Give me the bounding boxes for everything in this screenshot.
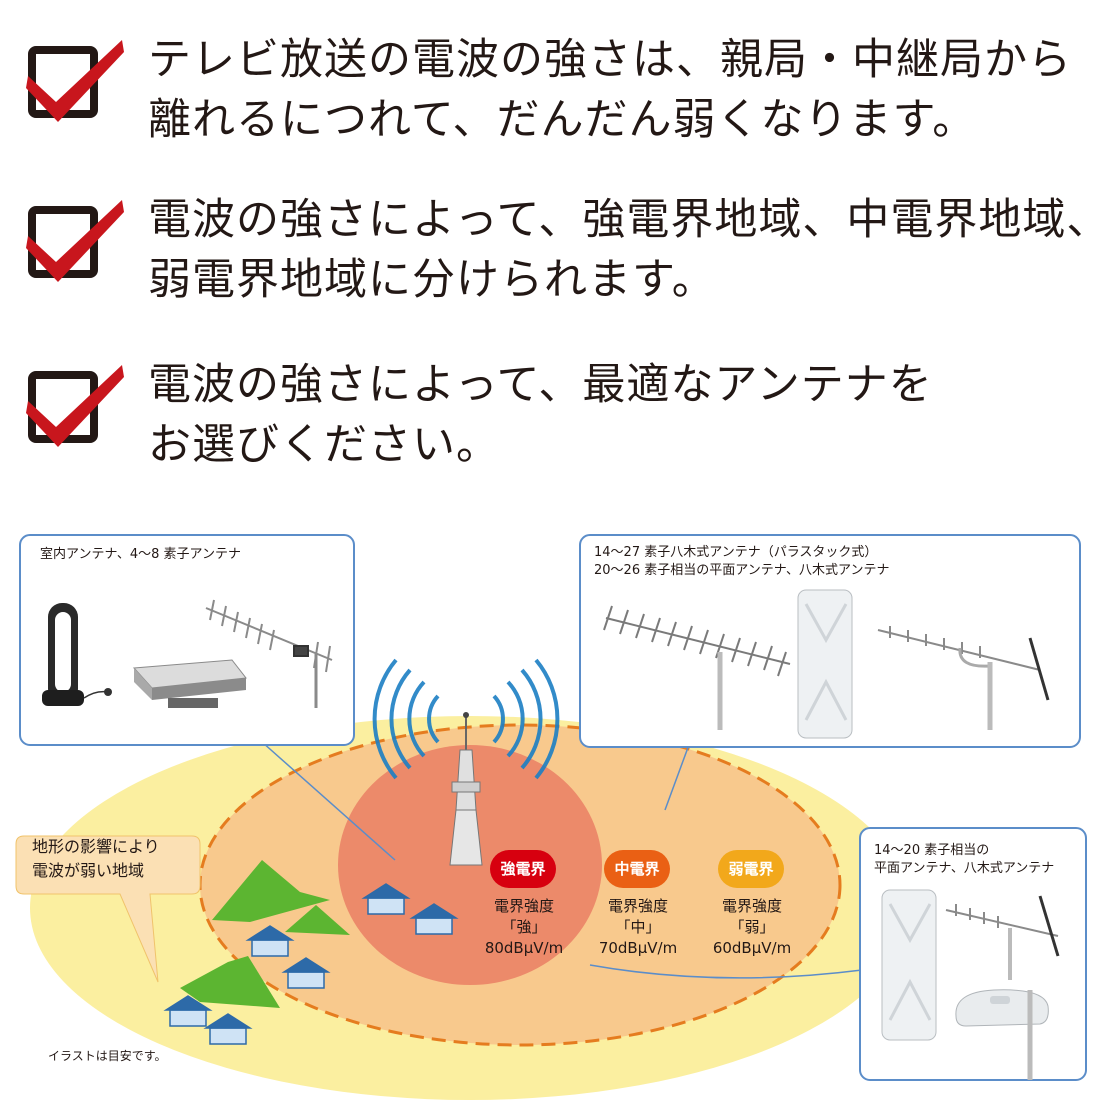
connector-indoor bbox=[261, 741, 396, 861]
zone-text-medium: 電界強度「中」70dBμV/m bbox=[598, 897, 678, 957]
check-item-text: 電波の強さによって、最適なアンテナを お選びください。 bbox=[148, 360, 933, 470]
house-icon bbox=[163, 883, 459, 1045]
indoor-antenna-image bbox=[42, 603, 112, 706]
signal-area-diagram bbox=[15, 534, 1087, 1100]
indoor-antenna-label: 室内アンテナ、4～8 素子アンテナ bbox=[40, 547, 241, 562]
footnote: イラストは目安です。 bbox=[48, 1049, 167, 1063]
yagi-antenna-image bbox=[205, 599, 333, 708]
radio-waves-icon bbox=[372, 658, 560, 780]
checkbox-checked-icon bbox=[26, 200, 124, 282]
mountain-icon bbox=[180, 956, 280, 1008]
box-antenna-image bbox=[132, 659, 247, 708]
zone-badge-strong: 強電界 bbox=[490, 850, 556, 888]
yagi-antenna-paraStack-image bbox=[603, 605, 791, 730]
zone-text-strong: 電界強度「強」80dBμV/m bbox=[484, 897, 564, 957]
check-item-text: 電波の強さによって、強電界地域、中電界地域、 弱電界地域に分けられます。 bbox=[148, 195, 1100, 305]
connector-weak bbox=[589, 964, 863, 979]
checkbox-checked-icon bbox=[26, 365, 124, 447]
broadcast-tower-icon bbox=[449, 712, 483, 866]
yagi-antenna-image bbox=[877, 626, 1050, 730]
check-item-2: 電波の強さによって、強電界地域、中電界地域、 弱電界地域に分けられます。 bbox=[26, 190, 1100, 310]
checkbox-checked-icon bbox=[26, 40, 124, 122]
check-item-1: テレビ放送の電波の強さは、親局・中継局から 離れるにつれて、だんだん弱くなります… bbox=[26, 30, 1086, 150]
flat-antenna-image bbox=[881, 889, 937, 1041]
check-item-3: 電波の強さによって、最適なアンテナを お選びください。 bbox=[26, 355, 1086, 475]
strong-antenna-label-1: 14～27 素子八木式アンテナ（パラスタック式） bbox=[594, 545, 878, 560]
weak-antenna-label-1: 14～20 素子相当の bbox=[874, 843, 990, 858]
zone-badge-weak: 弱電界 bbox=[718, 850, 784, 888]
connector-strong bbox=[664, 741, 691, 811]
mountain-icon bbox=[212, 860, 330, 922]
terrain-callout-text: 地形の影響により 電波が弱い地域 bbox=[32, 837, 160, 880]
indoor-antenna-box bbox=[19, 534, 355, 746]
zone-text-weak: 電界強度「弱」60dBμV/m bbox=[712, 897, 792, 957]
flat-antenna-image bbox=[797, 589, 853, 739]
ufo-antenna-image bbox=[955, 989, 1049, 1080]
mountain-icon bbox=[285, 905, 350, 935]
weak-antenna-label-2: 平面アンテナ、八木式アンテナ bbox=[874, 861, 1055, 876]
terrain-callout-bubble bbox=[15, 835, 201, 983]
strong-antenna-label-2: 20～26 素子相当の平面アンテナ、八木式アンテナ bbox=[594, 563, 890, 578]
check-item-text: テレビ放送の電波の強さは、親局・中継局から 離れるにつれて、だんだん弱くなります… bbox=[148, 35, 1072, 145]
zone-badge-medium: 中電界 bbox=[604, 850, 670, 888]
yagi-antenna-image bbox=[945, 895, 1060, 980]
